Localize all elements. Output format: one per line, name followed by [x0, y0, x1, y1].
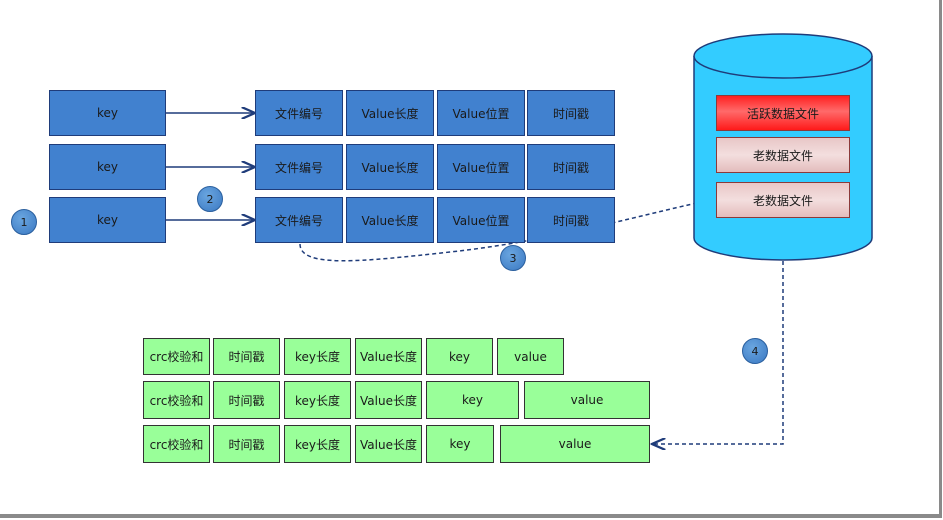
value-length-box: Value长度	[355, 381, 422, 419]
key-box: key	[426, 381, 519, 419]
step-badge-1: 1	[11, 209, 37, 235]
crc-box: crc校验和	[143, 425, 210, 463]
value-box: value	[500, 425, 650, 463]
timestamp-box: 时间戳	[213, 338, 280, 375]
value-length-box: Value长度	[346, 197, 434, 243]
key-box: key	[426, 338, 493, 375]
step-badge-2: 2	[197, 186, 223, 212]
timestamp-box: 时间戳	[527, 144, 615, 190]
step-badge-3: 3	[500, 245, 526, 271]
value-length-box: Value长度	[346, 90, 434, 136]
step-badge-4: 4	[742, 338, 768, 364]
key-box: key	[49, 144, 166, 190]
key-length-box: key长度	[284, 381, 351, 419]
key-box: key	[49, 90, 166, 136]
file-id-box: 文件编号	[255, 90, 343, 136]
file-id-box: 文件编号	[255, 144, 343, 190]
value-position-box: Value位置	[437, 144, 525, 190]
key-box: key	[426, 425, 494, 463]
timestamp-box: 时间戳	[213, 425, 280, 463]
value-box: value	[497, 338, 564, 375]
file-id-box: 文件编号	[255, 197, 343, 243]
value-box: value	[524, 381, 650, 419]
value-length-box: Value长度	[346, 144, 434, 190]
key-length-box: key长度	[284, 425, 351, 463]
value-length-box: Value长度	[355, 425, 422, 463]
value-length-box: Value长度	[355, 338, 422, 375]
timestamp-box: 时间戳	[527, 90, 615, 136]
crc-box: crc校验和	[143, 338, 210, 375]
timestamp-box: 时间戳	[527, 197, 615, 243]
old-data-file: 老数据文件	[716, 182, 850, 218]
key-box: key	[49, 197, 166, 243]
arrow-to-record	[652, 219, 784, 444]
old-data-file: 老数据文件	[716, 137, 850, 173]
arrow-to-old-file	[299, 199, 716, 262]
key-length-box: key长度	[284, 338, 351, 375]
crc-box: crc校验和	[143, 381, 210, 419]
value-position-box: Value位置	[437, 90, 525, 136]
timestamp-box: 时间戳	[213, 381, 280, 419]
active-data-file: 活跃数据文件	[716, 95, 850, 131]
value-position-box: Value位置	[437, 197, 525, 243]
